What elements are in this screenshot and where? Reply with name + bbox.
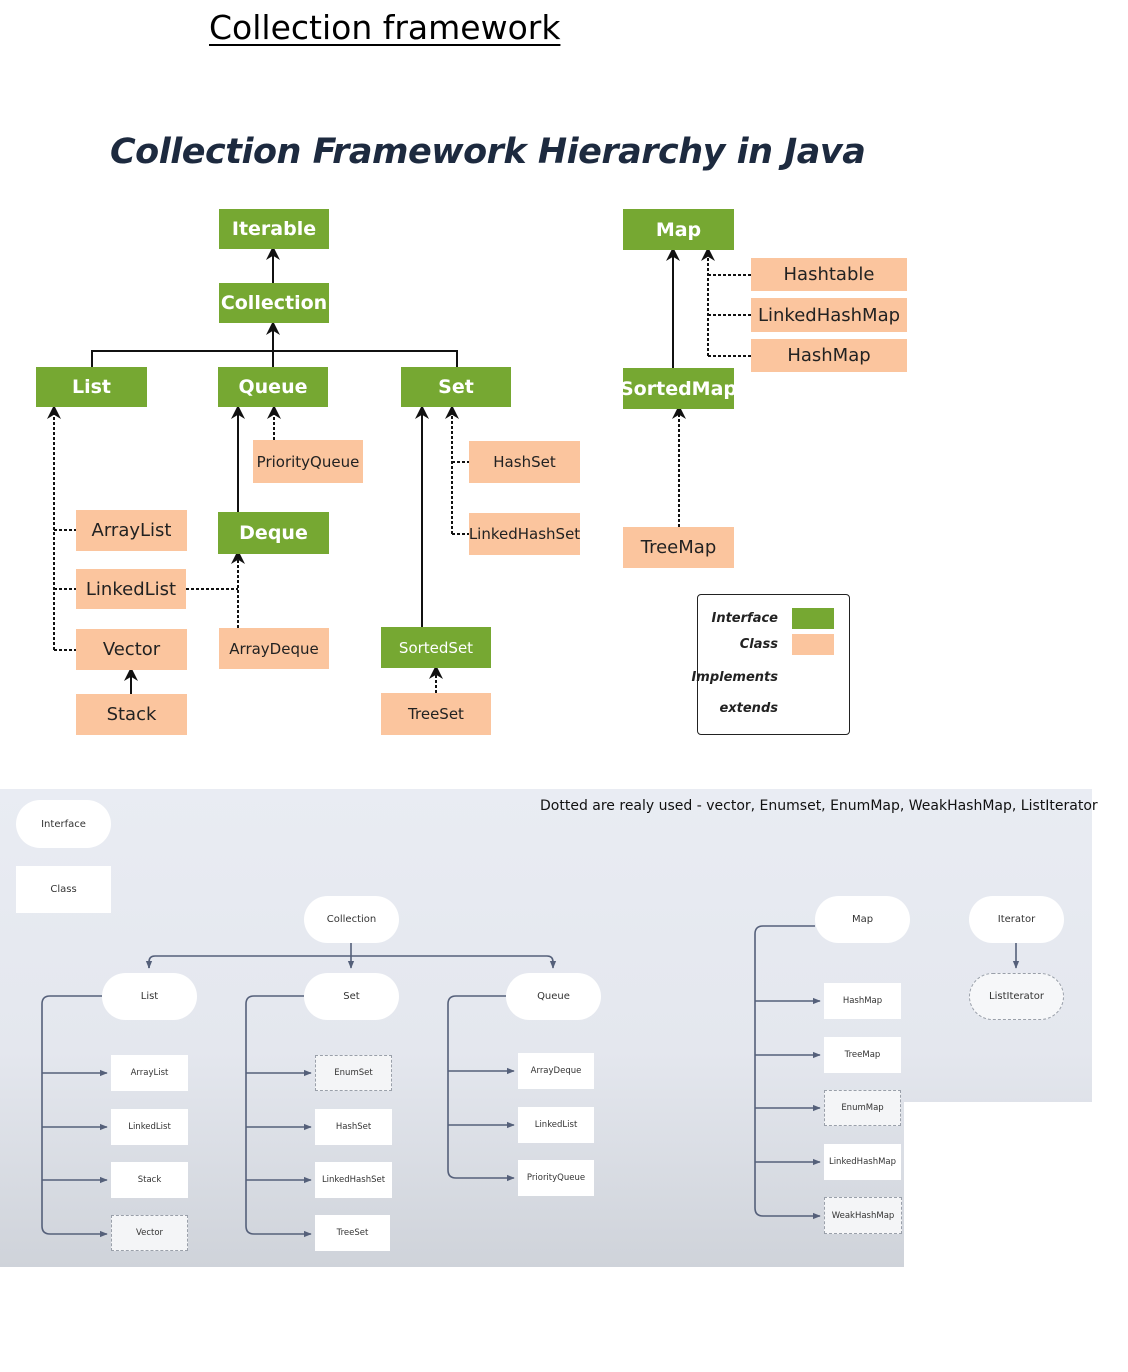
legend-interface-swatch bbox=[792, 608, 834, 629]
legend-extends-label: extends bbox=[719, 701, 778, 716]
legend-class-rect: Class bbox=[16, 866, 111, 913]
simple-map-child: HashMap bbox=[824, 983, 901, 1019]
simple-map-child: WeakHashMap bbox=[824, 1197, 902, 1234]
node-stack: Stack bbox=[76, 694, 187, 735]
simple-list-child: Stack bbox=[111, 1162, 188, 1198]
simple-queue-child: ArrayDeque bbox=[518, 1053, 594, 1089]
legend-interface-pill: Interface bbox=[16, 800, 111, 848]
legend-implements-label: Implements bbox=[691, 670, 778, 685]
simple-set-child: EnumSet bbox=[315, 1055, 392, 1091]
simple-list-child: LinkedList bbox=[111, 1109, 188, 1145]
node-hashmap: HashMap bbox=[751, 339, 907, 372]
node-set: Set bbox=[401, 367, 511, 407]
node-iterable: Iterable bbox=[219, 209, 329, 249]
simple-set-child: LinkedHashSet bbox=[315, 1162, 392, 1198]
simple-set: Set bbox=[304, 973, 399, 1020]
simple-queue-child: LinkedList bbox=[518, 1107, 594, 1143]
dotted-note: Dotted are realy used - vector, Enumset,… bbox=[540, 798, 1098, 814]
simple-map-child: LinkedHashMap bbox=[824, 1144, 901, 1180]
node-sortedset: SortedSet bbox=[381, 627, 491, 668]
simple-queue: Queue bbox=[506, 973, 601, 1020]
simple-set-child: HashSet bbox=[315, 1109, 392, 1145]
node-sortedmap: SortedMap bbox=[620, 368, 737, 409]
simple-map-child: TreeMap bbox=[824, 1037, 901, 1073]
node-list: List bbox=[36, 367, 147, 407]
simple-list: List bbox=[102, 973, 197, 1020]
node-deque: Deque bbox=[218, 512, 329, 554]
node-treeset: TreeSet bbox=[381, 693, 491, 735]
node-priorityqueue: PriorityQueue bbox=[253, 440, 363, 483]
node-treemap: TreeMap bbox=[623, 527, 734, 568]
node-map: Map bbox=[623, 209, 734, 250]
simple-set-child: TreeSet bbox=[315, 1215, 390, 1251]
legend: Interface Class Implements extends bbox=[691, 594, 850, 735]
node-queue: Queue bbox=[218, 367, 328, 407]
node-vector: Vector bbox=[76, 629, 187, 670]
legend-class-swatch bbox=[792, 634, 834, 655]
node-collection: Collection bbox=[219, 283, 329, 323]
simple-list-child: ArrayList bbox=[111, 1055, 188, 1091]
legend-interface-label: Interface bbox=[711, 611, 779, 626]
simple-iterator: Iterator bbox=[969, 896, 1064, 943]
simple-map: Map bbox=[815, 896, 910, 943]
simple-map-child: EnumMap bbox=[824, 1090, 901, 1126]
node-linkedhashmap: LinkedHashMap bbox=[751, 298, 907, 332]
hierarchy-heading: Collection Framework Hierarchy in Java bbox=[110, 132, 866, 172]
node-arraydeque: ArrayDeque bbox=[219, 628, 329, 669]
node-arraylist: ArrayList bbox=[76, 510, 187, 551]
simple-collection: Collection bbox=[304, 896, 399, 943]
node-linkedlist: LinkedList bbox=[76, 569, 186, 609]
simple-listiterator: ListIterator bbox=[969, 973, 1064, 1020]
node-linkedhashset: LinkedHashSet bbox=[469, 513, 580, 555]
page-title: Collection framework bbox=[209, 8, 561, 47]
legend-class-label: Class bbox=[739, 637, 778, 652]
simple-list-child: Vector bbox=[111, 1215, 188, 1251]
simple-queue-child: PriorityQueue bbox=[518, 1160, 594, 1196]
node-hashtable: Hashtable bbox=[751, 258, 907, 291]
board-blank-area bbox=[904, 1102, 1092, 1267]
node-hashset: HashSet bbox=[469, 441, 580, 483]
